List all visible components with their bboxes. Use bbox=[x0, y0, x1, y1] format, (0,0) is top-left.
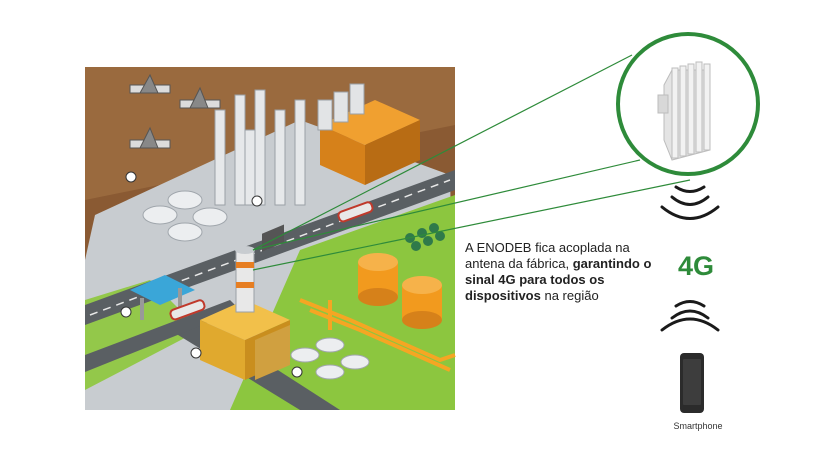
callout-lines bbox=[252, 54, 691, 271]
phone-screen bbox=[683, 359, 701, 405]
pipe bbox=[299, 298, 456, 363]
orange-building bbox=[320, 100, 420, 185]
gas-station bbox=[130, 275, 195, 320]
barrel bbox=[435, 231, 445, 241]
tank-bottom bbox=[358, 288, 398, 306]
wave-up-top bbox=[674, 300, 706, 308]
enodeb-fin bbox=[695, 61, 703, 153]
signal-waves bbox=[660, 185, 720, 332]
building-front bbox=[320, 125, 365, 185]
wave-down-top bbox=[674, 185, 706, 193]
factory-front bbox=[200, 320, 245, 380]
tank bbox=[315, 337, 345, 353]
enodeb-marker bbox=[190, 347, 202, 359]
enodeb-marker bbox=[125, 171, 137, 183]
smartphone-label: Smartphone bbox=[673, 421, 723, 431]
tank bbox=[142, 205, 178, 225]
silos bbox=[317, 83, 365, 131]
pump-jacks bbox=[129, 73, 221, 149]
pump-jack bbox=[189, 86, 209, 109]
callout-line bbox=[252, 159, 641, 251]
wave-up-outer bbox=[660, 317, 720, 332]
pipe bbox=[309, 308, 451, 372]
caption-text: A ENODEB fica acoplada na antena da fábr… bbox=[465, 240, 630, 271]
tower bbox=[254, 89, 266, 206]
barrel bbox=[429, 223, 439, 233]
pump-jack bbox=[139, 73, 159, 94]
caption-text-end: na região bbox=[540, 288, 599, 303]
enodeb-fin bbox=[671, 67, 679, 159]
warehouse bbox=[255, 224, 290, 380]
white-tanks bbox=[142, 190, 370, 380]
barrel bbox=[423, 236, 433, 246]
tank-top bbox=[358, 253, 398, 271]
enodeb-marker bbox=[120, 306, 132, 318]
enodeb-fin bbox=[679, 65, 687, 157]
pump-jack bbox=[139, 126, 159, 149]
enodeb-caption: A ENODEB fica acoplada na antena da fábr… bbox=[465, 240, 655, 304]
enodeb-marker bbox=[251, 195, 263, 207]
canopy bbox=[130, 275, 195, 305]
barrel bbox=[411, 241, 421, 251]
enodeb-marker bbox=[291, 366, 303, 378]
tower bbox=[244, 129, 256, 206]
chimney-band bbox=[236, 262, 254, 268]
signal-4g-label: 4G bbox=[677, 251, 715, 281]
tower bbox=[214, 109, 226, 206]
enodeb-bracket bbox=[657, 94, 669, 114]
building-top bbox=[320, 100, 420, 145]
green-barrels bbox=[405, 223, 445, 251]
tank bbox=[315, 364, 345, 380]
tank-top bbox=[402, 276, 442, 294]
tower bbox=[274, 109, 286, 206]
silo bbox=[317, 99, 333, 131]
canopy-post bbox=[140, 298, 144, 320]
smartphone-icon bbox=[680, 353, 704, 413]
caption-bold: garantindo o sinal 4G para todos os disp… bbox=[465, 256, 652, 303]
factory-illustration bbox=[85, 67, 456, 410]
road-lower bbox=[85, 300, 240, 372]
callout-line bbox=[252, 54, 633, 251]
distillation-towers bbox=[214, 89, 306, 206]
enodeb-body bbox=[663, 69, 711, 161]
tank bbox=[167, 222, 203, 242]
canopy-post bbox=[178, 288, 182, 310]
enodeb-zoom bbox=[616, 32, 760, 176]
orange-tanks bbox=[358, 253, 442, 329]
silo bbox=[349, 83, 365, 115]
tanker-trucks bbox=[169, 201, 374, 321]
chimney-top bbox=[235, 246, 255, 254]
truck bbox=[169, 299, 206, 321]
wave-down-outer bbox=[660, 205, 720, 220]
callout-line bbox=[252, 179, 691, 271]
truck bbox=[337, 201, 374, 223]
building-side bbox=[365, 120, 420, 185]
tank bbox=[290, 347, 320, 363]
wave-down-inner bbox=[670, 195, 710, 206]
tower bbox=[294, 99, 306, 206]
tank bbox=[167, 190, 203, 210]
silo bbox=[333, 91, 349, 123]
device-markers bbox=[120, 171, 303, 378]
chimney bbox=[235, 249, 255, 313]
tank bbox=[340, 354, 370, 370]
pipelines bbox=[299, 298, 456, 372]
tower bbox=[234, 94, 246, 206]
warehouse-front bbox=[255, 325, 290, 380]
tank bbox=[192, 207, 228, 227]
enodeb-icon bbox=[657, 61, 711, 161]
tank-bottom bbox=[402, 311, 442, 329]
enodeb-fin bbox=[703, 63, 711, 151]
chimney-band bbox=[236, 282, 254, 288]
enodeb-fin bbox=[687, 63, 695, 155]
wave-up-inner bbox=[670, 309, 710, 320]
warehouse-door bbox=[262, 224, 284, 252]
